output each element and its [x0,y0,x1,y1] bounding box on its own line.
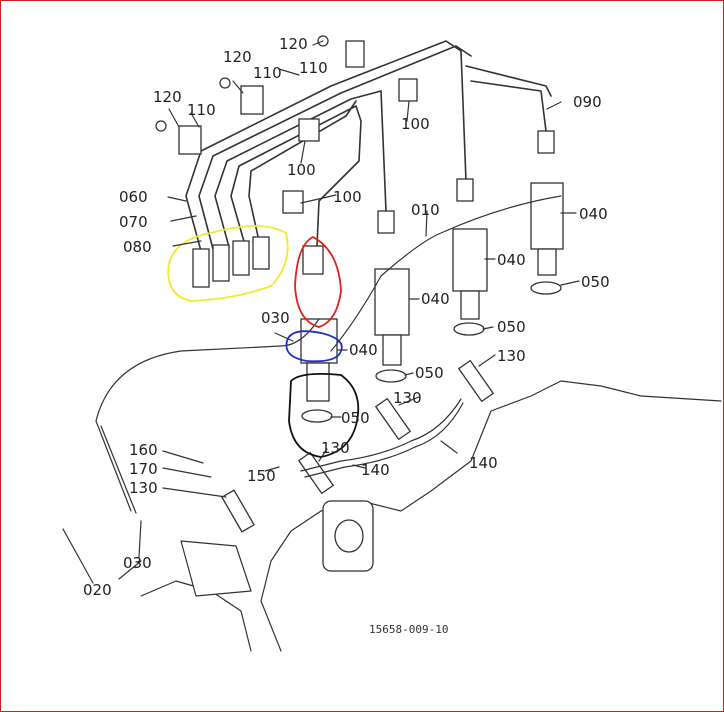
nozzle-washers [301,281,562,423]
red-circle-mark [294,235,342,328]
callout-040: 040 [497,251,526,269]
callout-120: 120 [223,48,252,66]
pipe-clamp [282,190,304,214]
engine-outline [140,380,722,652]
injector-body [452,228,488,292]
callout-100: 100 [333,188,362,206]
callout-100: 100 [287,161,316,179]
callout-040: 040 [579,205,608,223]
callout-060: 060 [119,188,148,206]
pipe-clamps [178,40,418,214]
callout-150: 150 [247,467,276,485]
callout-140: 140 [361,461,390,479]
callout-110: 110 [299,59,328,77]
injector-tip [382,334,402,366]
blue-circle-mark [285,330,343,363]
callout-130: 130 [129,479,158,497]
callout-130: 130 [321,439,350,457]
yellow-circle-mark [167,225,289,302]
pipe-clamp [298,118,320,142]
callout-100: 100 [401,115,430,133]
callout-130: 130 [497,347,526,365]
pump-delivery-holders [192,236,270,288]
callout-010: 010 [411,201,440,219]
pipe-clamp [178,125,202,155]
part-callouts: 120 120 120 110 110 110 100 100 100 090 … [83,35,610,599]
pipe-clamp [398,78,418,102]
callout-050: 050 [581,273,610,291]
injector-body [374,268,410,336]
injection-pipes [185,40,552,252]
pipe-clamp [240,85,264,115]
leader-lines [62,40,580,584]
callout-160: 160 [129,441,158,459]
drawing-code: 15658-009-10 [369,623,448,636]
callout-090: 090 [573,93,602,111]
callout-050: 050 [341,409,370,427]
injector-tip [460,290,480,320]
injector-tip [537,248,557,276]
callout-020: 020 [83,581,112,599]
callout-120: 120 [279,35,308,53]
pipe-clamp [345,40,365,68]
leak-off-pipe [95,195,562,514]
callout-040: 040 [421,290,450,308]
callout-030: 030 [261,309,290,327]
callout-140: 140 [469,454,498,472]
injector-body [300,318,338,364]
callout-110: 110 [253,64,282,82]
callout-070: 070 [119,213,148,231]
callout-120: 120 [153,88,182,106]
injector-body [530,182,564,250]
callout-130: 130 [393,389,422,407]
callout-040: 040 [349,341,378,359]
callout-080: 080 [123,238,152,256]
callout-170: 170 [129,460,158,478]
glow-plug-lead [300,398,464,478]
injector-nozzles [300,130,564,402]
pipe-nut [302,245,324,275]
callout-050: 050 [497,318,526,336]
glow-plugs [221,359,495,533]
black-circle-mark [288,372,360,458]
injector-tip [306,362,330,402]
callout-050: 050 [415,364,444,382]
callout-030: 030 [123,554,152,572]
callout-110: 110 [187,101,216,119]
